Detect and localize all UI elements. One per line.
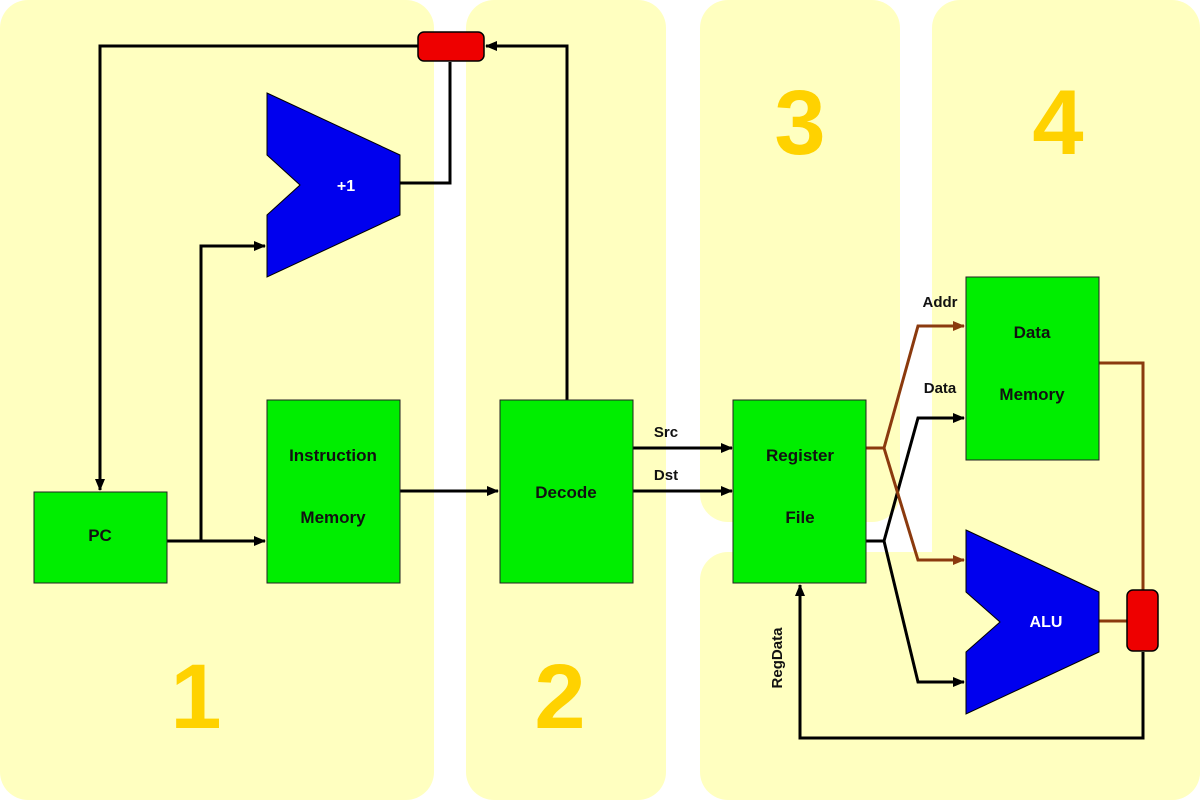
instruction-memory-block	[266, 399, 401, 584]
register-file-label-2: File	[785, 508, 814, 527]
wire-decode-to-mux	[485, 41, 569, 401]
data-memory-block	[965, 276, 1100, 461]
wire-dmem-to-mux	[1098, 361, 1145, 590]
stage-number-3: 3	[774, 72, 825, 174]
pc-mux	[417, 31, 485, 62]
decode-label: Decode	[535, 483, 596, 502]
data-memory-label-2: Memory	[999, 385, 1065, 404]
src-label: Src	[654, 424, 678, 441]
stage-3-panel-top	[700, 0, 900, 522]
regdata-label: RegData	[769, 627, 786, 689]
alu-label: ALU	[1030, 614, 1063, 631]
wire-pc-feedback	[95, 44, 418, 491]
pc-block	[33, 491, 168, 584]
wire-regfile-to-alu	[882, 540, 965, 687]
stage-number-2: 2	[534, 646, 585, 748]
wire-regfile-to-alu-top	[882, 447, 965, 565]
wire-regfile-to-data	[866, 413, 965, 543]
instruction-memory-label-1: Instruction	[289, 446, 377, 465]
wire-addr	[866, 321, 965, 450]
adder-label: +1	[337, 178, 355, 195]
stage-number-4: 4	[1032, 72, 1083, 174]
data-label: Data	[924, 380, 957, 397]
wire-regdata-writeback	[795, 584, 1145, 740]
wire-adder-to-mux	[400, 62, 452, 185]
decode-block	[499, 399, 634, 584]
adder-unit	[266, 92, 401, 278]
writeback-mux	[1126, 589, 1159, 652]
register-file-block	[732, 399, 867, 584]
addr-label: Addr	[923, 294, 958, 311]
dst-label: Dst	[654, 467, 678, 484]
register-file-label-1: Register	[766, 446, 834, 465]
stage-number-1: 1	[170, 646, 221, 748]
wire-pc-to-adder	[199, 241, 266, 541]
data-memory-label-1: Data	[1014, 323, 1051, 342]
pc-label: PC	[88, 526, 112, 545]
alu-unit	[965, 529, 1100, 715]
instruction-memory-label-2: Memory	[300, 508, 366, 527]
